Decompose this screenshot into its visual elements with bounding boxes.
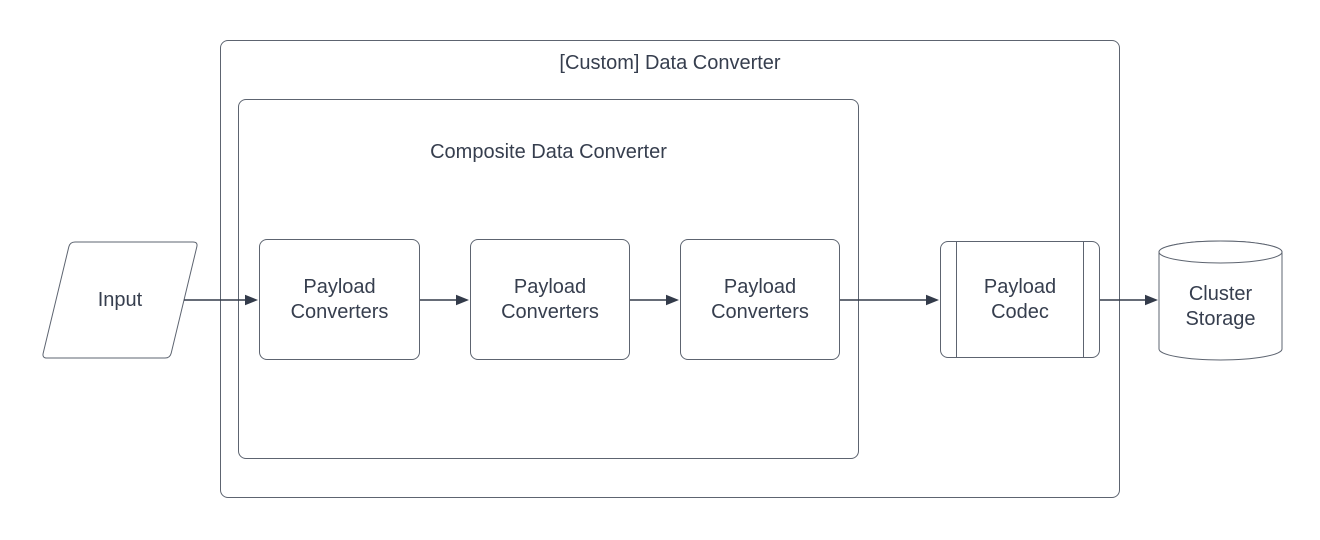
input-label: Input — [97, 288, 143, 311]
payload-converters-3-label: Payload Converters — [711, 275, 809, 323]
cluster-storage-label: Cluster Storage — [1185, 283, 1256, 330]
arrowhead-codec-to-storage — [1145, 294, 1158, 306]
node-payload-converters-2: Payload Converters — [470, 239, 630, 360]
payload-converters-2-label: Payload Converters — [501, 275, 599, 323]
composite-data-converter-title: Composite Data Converter — [430, 141, 667, 163]
custom-data-converter-title: [Custom] Data Converter — [559, 52, 781, 74]
codec-right-bar — [1083, 242, 1084, 357]
container-custom-data-converter: [Custom] Data Converter — [220, 40, 1120, 498]
container-composite-data-converter: Composite Data Converter — [238, 99, 859, 459]
payload-converters-1-label: Payload Converters — [290, 275, 389, 323]
payload-codec-label: Payload Codec — [983, 275, 1057, 323]
node-input: Input — [42, 242, 198, 358]
node-payload-converters-1: Payload Converters — [259, 239, 420, 360]
codec-left-bar — [956, 242, 957, 357]
node-cluster-storage: Cluster Storage — [1159, 254, 1282, 360]
node-payload-codec: Payload Codec — [940, 241, 1100, 358]
node-payload-converters-3: Payload Converters — [680, 239, 840, 360]
